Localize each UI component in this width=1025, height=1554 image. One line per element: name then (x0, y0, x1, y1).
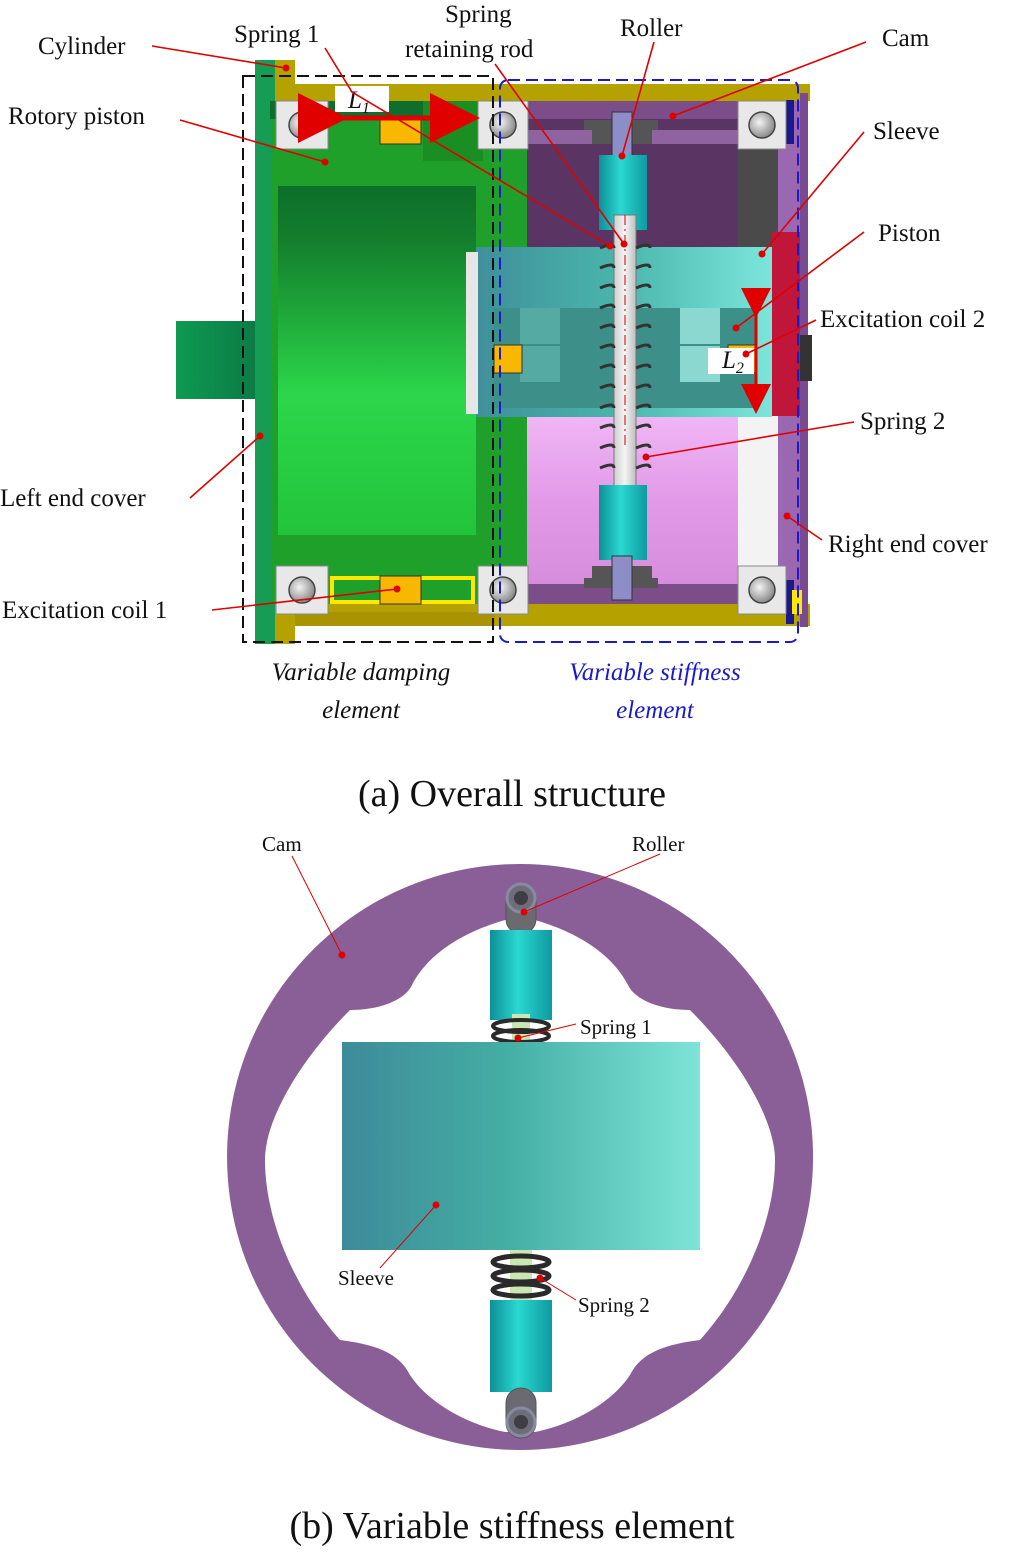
label-b-roller: Roller (632, 832, 685, 856)
roller-bottom-pin (514, 1415, 528, 1429)
label-excitation-coil-2: Excitation coil 2 (820, 306, 985, 333)
label-right-end-cover: Right end cover (828, 531, 988, 558)
left-end-cover (255, 60, 275, 644)
label-cylinder: Cylinder (38, 33, 126, 60)
stiffness-element-figure: Cam Roller Spring 1 Sleeve Spring 2 (b) … (227, 832, 814, 1547)
label-sleeve: Sleeve (873, 118, 940, 145)
label-damping-line1: Variable damping (272, 659, 450, 686)
caption-overall-structure: (a) Overall structure (358, 773, 666, 815)
label-b-spring-1: Spring 1 (580, 1015, 652, 1039)
lower-guide-tube (490, 1300, 552, 1392)
part-b-leaders (291, 853, 661, 1301)
label-spring-1: Spring 1 (234, 21, 319, 48)
label-spring-retaining-rod-line2: retaining rod (405, 36, 534, 63)
piston-slot-3 (520, 346, 560, 382)
label-stiffness-line1: Variable stiffness (569, 659, 741, 686)
label-b-cam: Cam (262, 832, 302, 856)
right-end-cover (772, 93, 812, 627)
part-a-leaders (151, 41, 867, 611)
sleeve-left-flange (466, 252, 478, 414)
upper-guide-tube (490, 930, 552, 1020)
label-piston: Piston (878, 220, 941, 247)
sleeve-block (342, 1042, 700, 1250)
label-rotory-piston: Rotory piston (8, 103, 145, 130)
piston-slot-2 (680, 308, 720, 344)
label-cam: Cam (882, 25, 930, 52)
label-b-spring-2: Spring 2 (578, 1293, 650, 1317)
overall-structure-figure: L1 L2 Cylinder Spring 1 Spring retaining… (0, 1, 988, 815)
label-damping-line2: element (322, 697, 401, 724)
caption-variable-stiffness-element: (b) Variable stiffness element (290, 1505, 735, 1547)
label-spring-2: Spring 2 (860, 408, 945, 435)
l1-label: L1 (347, 87, 370, 117)
label-excitation-coil-1: Excitation coil 1 (2, 597, 167, 624)
roller-top-pin (514, 891, 528, 905)
roller-spring-assembly (584, 111, 658, 601)
excitation-coil-2-left (493, 344, 523, 374)
label-spring-retaining-rod-line1: Spring (445, 1, 512, 28)
left-shaft (176, 321, 258, 399)
label-b-sleeve: Sleeve (338, 1266, 394, 1290)
piston-slot-1 (520, 308, 560, 344)
label-roller: Roller (620, 15, 683, 42)
label-left-end-cover: Left end cover (0, 485, 146, 512)
spring-2-coil (490, 1250, 552, 1302)
variable-damping-region-box (242, 75, 494, 643)
l2-label: L2 (721, 347, 744, 377)
variable-stiffness-region-box (499, 79, 799, 643)
label-stiffness-line2: element (616, 697, 695, 724)
